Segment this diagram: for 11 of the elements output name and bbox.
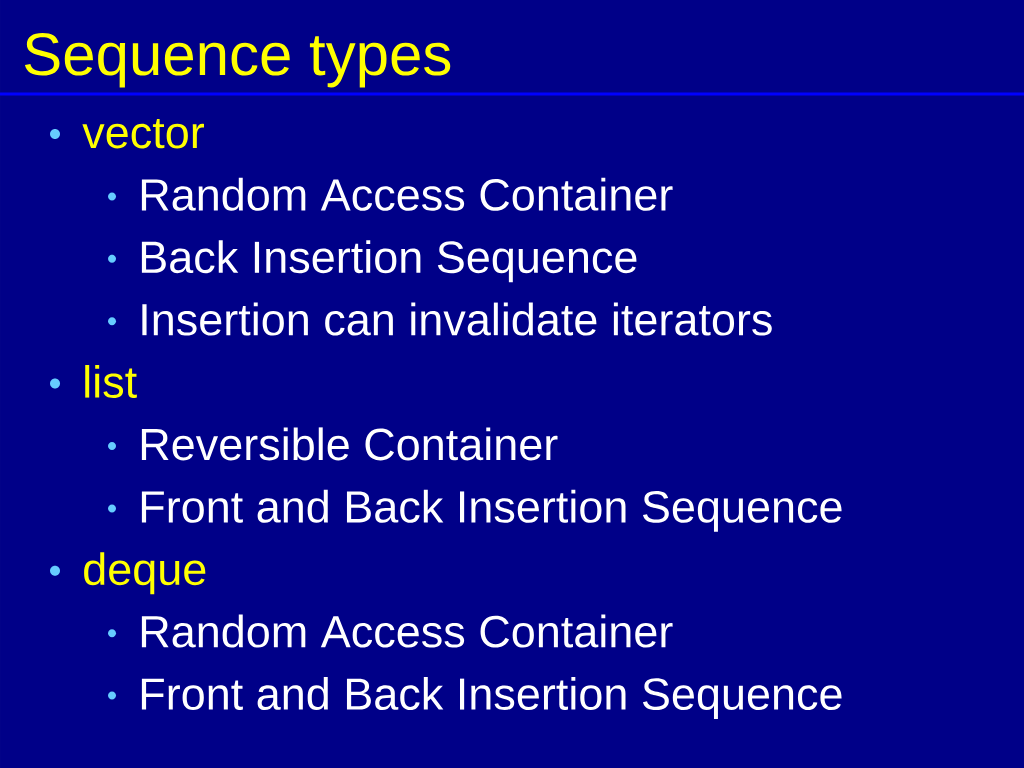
bullet-text: deque: [84, 552, 206, 595]
bullet-text: Front and Back Insertion Sequence: [141, 489, 842, 532]
bullet-text: Random Access Container: [141, 614, 673, 648]
bullet-text: vector: [82, 118, 204, 149]
bullet-text: list: [85, 365, 137, 398]
bullet-text: Reversible Container: [141, 427, 558, 461]
slide-title: Sequence types: [24, 33, 451, 88]
bullet-text: Back Insertion Sequence: [141, 240, 637, 283]
bullet-text: Insertion can invalidate iterators: [142, 302, 772, 336]
bullet-text: Random Access Container: [141, 177, 673, 211]
bullet-text: Front and Back Insertion Sequence: [141, 677, 842, 719]
